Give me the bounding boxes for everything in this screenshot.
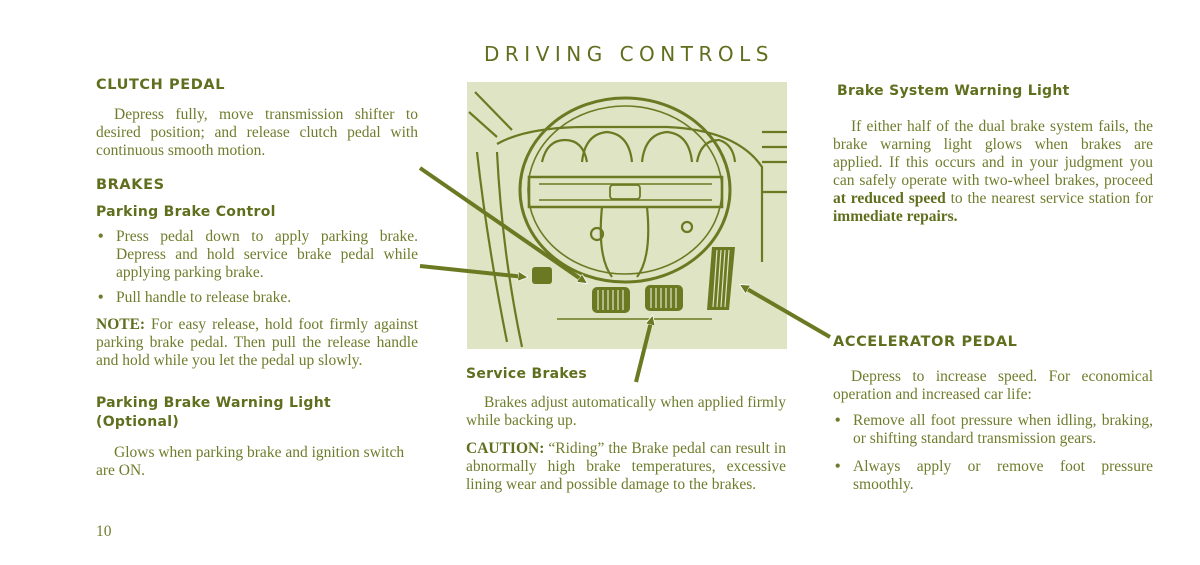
accelerator-list: •Remove all foot pressure when idling, b…: [833, 412, 1153, 494]
list-item: •Press pedal down to apply parking brake…: [98, 228, 418, 281]
caution-label: CAUTION:: [466, 440, 545, 457]
parking-brake-warning-heading: Parking Brake Warning Light (Optional): [96, 395, 331, 430]
clutch-heading: CLUTCH PEDAL: [96, 77, 226, 93]
brakes-heading: BRAKES: [96, 177, 165, 193]
accelerator-heading: ACCELERATOR PEDAL: [833, 334, 1018, 350]
parking-brake-control-list: •Press pedal down to apply parking brake…: [96, 228, 418, 307]
service-brakes-body: Brakes adjust automatically when applied…: [466, 394, 786, 429]
steering-wheel-icon: [518, 96, 732, 284]
page-number: 10: [96, 523, 112, 540]
note-paragraph: NOTE: For easy release, hold foot firmly…: [96, 316, 418, 369]
bullet-icon: •: [98, 289, 104, 306]
right-column: Brake System Warning Light If either hal…: [833, 83, 1153, 226]
gauge-icon: [540, 130, 737, 163]
bullet-icon: •: [98, 228, 104, 245]
parking-brake-pedal-icon: [532, 267, 552, 284]
parking-brake-arrow: [419, 264, 525, 277]
driving-controls-illustration: [467, 82, 787, 349]
page-title: DRIVING CONTROLS: [484, 42, 774, 66]
parking-brake-warning-body: Glows when parking brake and ignition sw…: [96, 444, 405, 479]
illustration-drawing: [468, 91, 787, 348]
accelerator-body: Depress to increase speed. For economica…: [833, 368, 1153, 403]
center-column: Service Brakes Brakes adjust automatical…: [466, 366, 786, 494]
caution-paragraph: CAUTION: “Riding” the Brake pedal can re…: [466, 440, 786, 493]
bullet-icon: •: [835, 412, 841, 429]
brake-system-warning-heading: Brake System Warning Light: [837, 83, 1070, 99]
parking-brake-control-heading: Parking Brake Control: [96, 204, 276, 220]
clutch-body: Depress fully, move transmission shifter…: [96, 106, 418, 159]
service-brakes-heading: Service Brakes: [466, 366, 588, 382]
accelerator-section: ACCELERATOR PEDAL Depress to increase sp…: [833, 334, 1153, 494]
accelerator-arrow: [742, 286, 832, 339]
note-label: NOTE:: [96, 316, 146, 333]
list-item: •Pull handle to release brake.: [98, 289, 292, 306]
clutch-pedal-icon: [592, 287, 630, 313]
pillar-line: [474, 91, 513, 131]
brake-system-warning-body: If either half of the dual brake system …: [833, 118, 1153, 225]
clutch-arrow: [418, 166, 585, 282]
bullet-icon: •: [835, 458, 841, 475]
left-column: CLUTCH PEDAL Depress fully, move transmi…: [96, 77, 418, 480]
dashboard-line: [496, 125, 764, 262]
list-item: •Always apply or remove foot pressure sm…: [835, 458, 1153, 493]
brake-pedal-icon: [645, 285, 683, 311]
list-item: •Remove all foot pressure when idling, b…: [835, 412, 1153, 447]
service-brake-arrow: [634, 318, 652, 383]
